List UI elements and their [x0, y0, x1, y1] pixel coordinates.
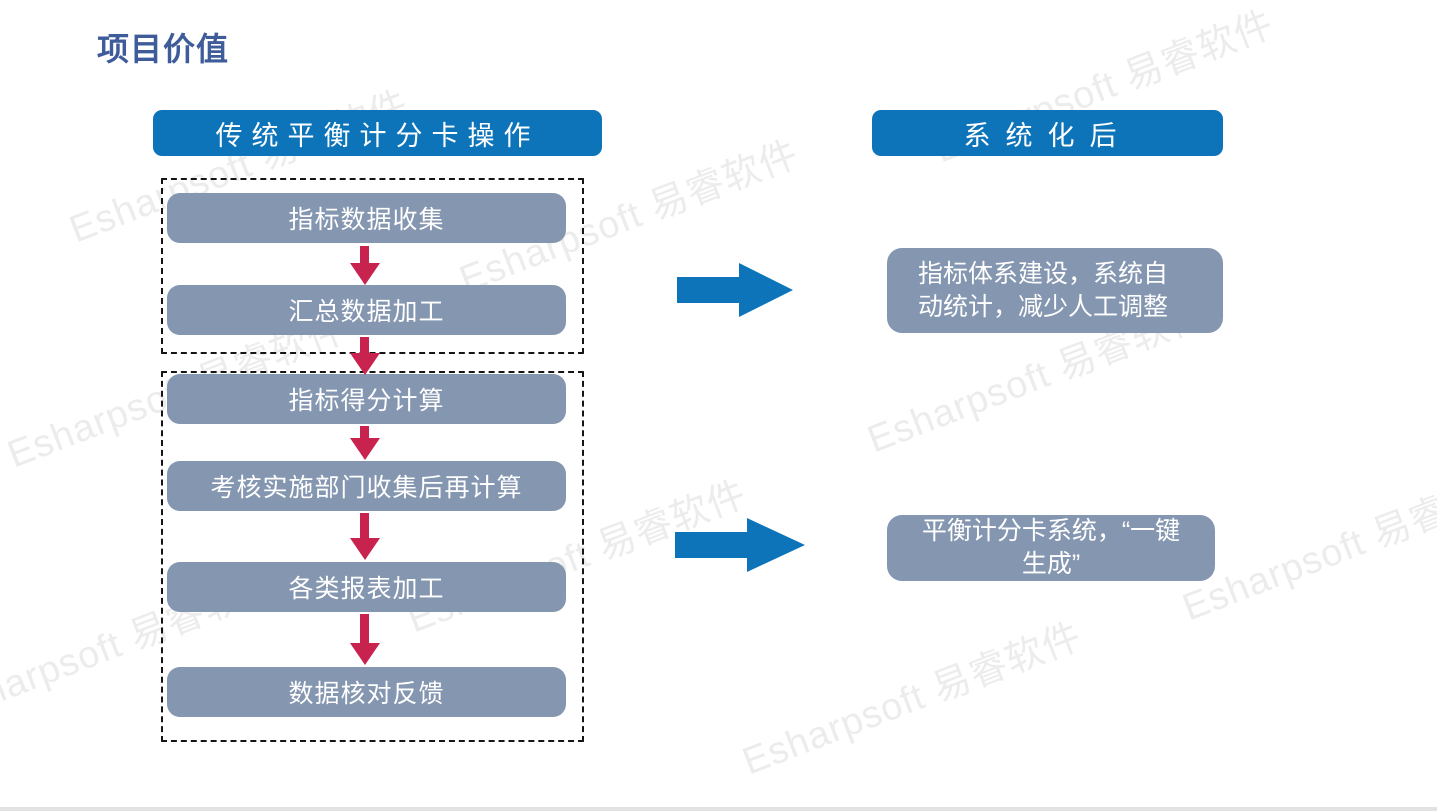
result-text: 平衡计分卡系统，“一键生成” [921, 517, 1181, 578]
result-text: 指标体系建设，系统自动统计，减少人工调整 [918, 259, 1169, 321]
down-arrow-icon [350, 426, 380, 460]
header-traditional-scorecard: 传统平衡计分卡操作 [153, 110, 602, 156]
step-data-check-feedback: 数据核对反馈 [167, 667, 566, 717]
right-arrow-icon [677, 263, 793, 317]
right-arrow-icon [675, 518, 805, 572]
step-score-calculation: 指标得分计算 [167, 374, 566, 424]
step-report-processing: 各类报表加工 [167, 562, 566, 612]
down-arrow-icon [350, 337, 380, 375]
down-arrow-icon [350, 246, 380, 285]
result-system-auto-statistics: 指标体系建设，系统自动统计，减少人工调整 [887, 248, 1223, 333]
step-collect-indicator-data: 指标数据收集 [167, 193, 566, 243]
page-title: 项目价值 [97, 31, 230, 67]
slide-bottom-divider [0, 807, 1437, 811]
step-aggregate-data: 汇总数据加工 [167, 285, 566, 335]
header-after-systemization: 系统化后 [872, 110, 1223, 156]
step-dept-recalculation: 考核实施部门收集后再计算 [167, 461, 566, 511]
result-one-click-generate: 平衡计分卡系统，“一键生成” [887, 515, 1215, 581]
down-arrow-icon [350, 614, 380, 665]
down-arrow-icon [350, 513, 380, 560]
